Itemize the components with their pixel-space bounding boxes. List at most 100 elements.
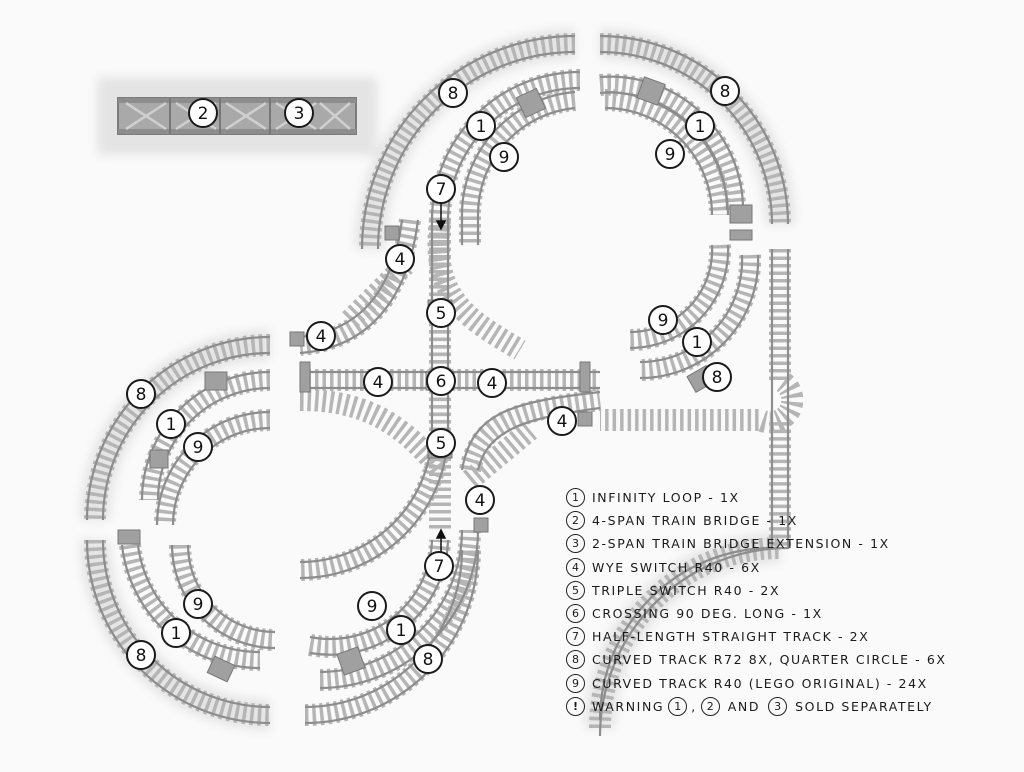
legend-item: 3 2-Span Train Bridge Extension - 1x: [566, 532, 1016, 555]
legend-item: 8 Curved Track R72 8x, Quarter Circle - …: [566, 648, 1016, 671]
callout-curve-r40: 9: [357, 591, 387, 621]
legend-number: 7: [566, 627, 585, 647]
warning-suffix: Sold separately: [795, 698, 933, 714]
legend-item: 1 Infinity Loop - 1x: [566, 486, 1016, 509]
callout-circle: [413, 644, 443, 674]
callout-bridge-a: 2: [188, 98, 218, 128]
warning-icon: !: [566, 696, 585, 716]
callout-triple-switch: 5: [426, 428, 456, 458]
callout-wye-switch: 4: [306, 321, 336, 351]
callout-number: 8: [720, 82, 731, 102]
callout-infinity-loop: 1: [466, 111, 496, 141]
legend: 1 Infinity Loop - 1x 2 4-Span Train Brid…: [566, 486, 1016, 718]
legend-item: 2 4-Span Train Bridge - 1x: [566, 509, 1016, 532]
callout-circle: [438, 78, 468, 108]
callout-circle: [655, 139, 685, 169]
callout-number: 1: [476, 117, 487, 137]
callout-half-straight: 7: [426, 174, 456, 204]
callout-half-straight: 7: [424, 551, 454, 581]
legend-text: Curved Track R40 (Lego Original) - 24x: [592, 675, 928, 691]
callout-number: 5: [436, 304, 447, 324]
legend-number: 3: [566, 534, 585, 554]
callout-number: 7: [434, 557, 445, 577]
callout-number: 9: [665, 145, 676, 165]
callout-number: 7: [436, 180, 447, 200]
callout-curve-r72: 8: [702, 362, 732, 392]
callout-curve-r40: 9: [183, 432, 213, 462]
callout-number: 4: [373, 373, 384, 393]
callout-number: 9: [193, 595, 204, 615]
callout-circle: [547, 406, 577, 436]
callout-circle: [426, 366, 456, 396]
legend-item: 9 Curved Track R40 (Lego Original) - 24x: [566, 672, 1016, 695]
callout-circle: [710, 76, 740, 106]
train-bridge: [117, 97, 357, 135]
callout-curve-r72: 8: [413, 644, 443, 674]
callout-number: 1: [396, 621, 407, 641]
callout-curve-r72: 8: [710, 76, 740, 106]
legend-text: Curved Track R72 8x, Quarter Circle - 6x: [592, 652, 947, 668]
callout-number: 9: [499, 148, 510, 168]
callout-circle: [489, 142, 519, 172]
callout-triple-switch: 5: [426, 298, 456, 328]
legend-item: 7 Half-Length Straight Track - 2x: [566, 625, 1016, 648]
callout-number: 1: [171, 624, 182, 644]
callout-number: 9: [193, 438, 204, 458]
callout-circle: [426, 428, 456, 458]
callout-number: 8: [136, 385, 147, 405]
warning-ref-2: 2: [700, 696, 720, 716]
warning-separator: ,: [691, 698, 697, 714]
callout-number: 4: [395, 250, 406, 270]
callout-wye-switch: 4: [547, 406, 577, 436]
callout-number: 6: [436, 372, 447, 392]
callout-number: 8: [448, 84, 459, 104]
legend-text: Infinity Loop - 1x: [592, 490, 740, 506]
callout-curve-r72: 8: [126, 640, 156, 670]
callout-circle: [161, 618, 191, 648]
callout-curve-r72: 8: [126, 379, 156, 409]
callout-wye-switch: 4: [465, 485, 495, 515]
callout-infinity-loop: 1: [156, 409, 186, 439]
warning-prefix: Warning: [592, 698, 665, 714]
warning-text: Warning 1 , 2 and 3 Sold separately: [592, 696, 933, 716]
callout-circle: [183, 432, 213, 462]
callout-circle: [306, 321, 336, 351]
legend-text: Crossing 90 deg. long - 1x: [592, 606, 823, 622]
callout-wye-switch: 4: [477, 368, 507, 398]
callout-number: 8: [136, 646, 147, 666]
callout-circle: [126, 379, 156, 409]
callout-number: 1: [166, 415, 177, 435]
callout-circle: [682, 327, 712, 357]
callout-wye-switch: 4: [363, 367, 393, 397]
legend-number: 5: [566, 580, 585, 600]
callout-infinity-loop: 1: [682, 327, 712, 357]
callout-circle: [363, 367, 393, 397]
legend-item: 6 Crossing 90 deg. long - 1x: [566, 602, 1016, 625]
arrow-markers: [435, 200, 447, 553]
callout-circle: [183, 589, 213, 619]
callout-crossing: 6: [426, 366, 456, 396]
callout-number: 1: [692, 333, 703, 353]
callout-circle: [385, 244, 415, 274]
callout-circle: [465, 485, 495, 515]
callout-circle: [284, 98, 314, 128]
callout-circle: [477, 368, 507, 398]
callout-number: 9: [658, 311, 669, 331]
legend-text: Half-Length Straight Track - 2x: [592, 629, 870, 645]
callout-circle: [126, 640, 156, 670]
legend-number: 6: [566, 604, 585, 624]
legend-number: 8: [566, 650, 585, 670]
callout-circle: [426, 174, 456, 204]
legend-number: 4: [566, 557, 585, 577]
callout-wye-switch: 4: [385, 244, 415, 274]
legend-text: Wye Switch R40 - 6x: [592, 559, 761, 575]
callout-circle: [386, 615, 416, 645]
callout-curve-r40: 9: [489, 142, 519, 172]
callout-circle: [426, 298, 456, 328]
callout-circle: [188, 98, 218, 128]
callout-number: 5: [436, 434, 447, 454]
callout-infinity-loop: 1: [161, 618, 191, 648]
